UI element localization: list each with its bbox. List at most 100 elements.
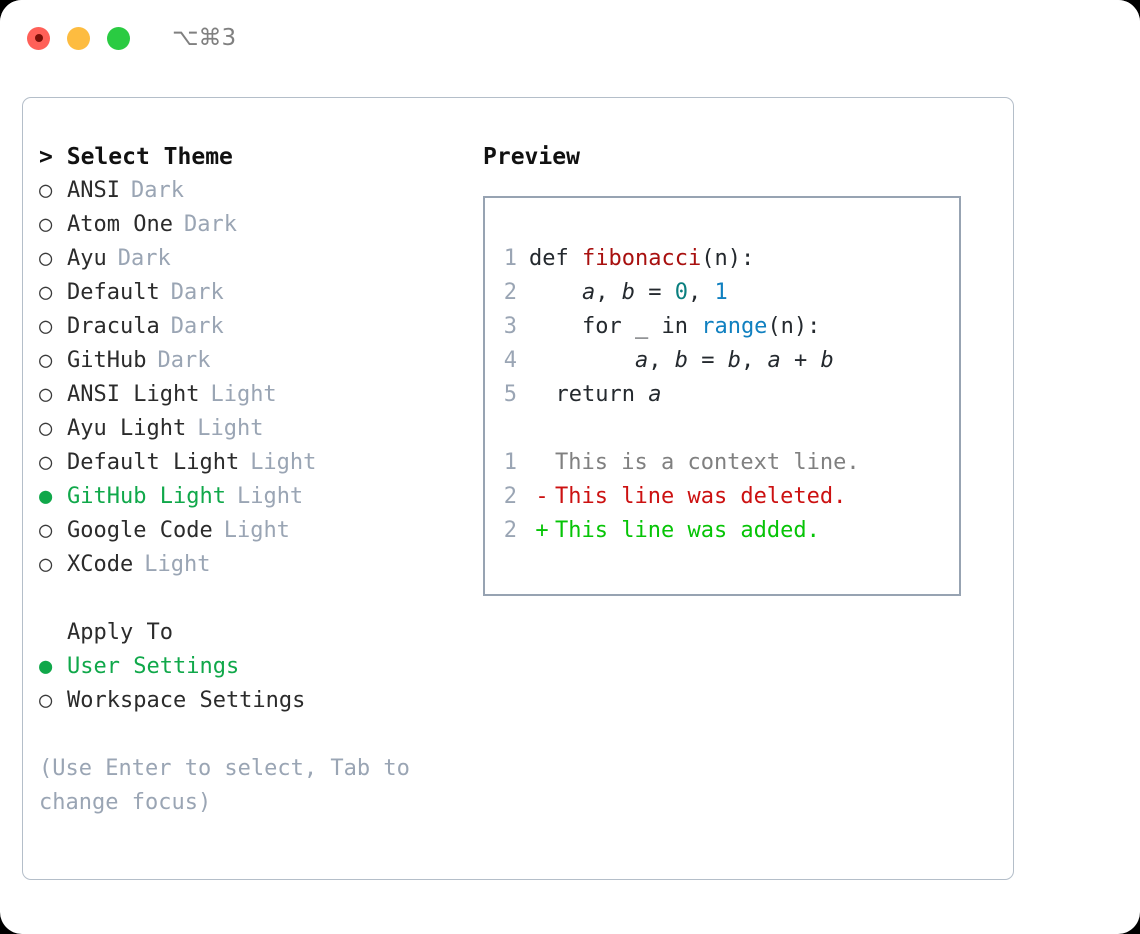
theme-option-ansi-light[interactable]: ○ ANSI Light Light	[39, 378, 483, 412]
keyboard-hint-text: (Use Enter to select, Tab to change focu…	[39, 756, 410, 815]
code-token: ,	[740, 348, 768, 373]
title-bar: ⌥⌘3	[0, 0, 1140, 76]
code-token: ,	[595, 280, 622, 305]
radio-unselected-icon: ○	[39, 416, 53, 441]
spacer	[485, 412, 959, 446]
apply-to-list: ● User Settings ○ Workspace Settings	[39, 650, 483, 718]
theme-option-label: XCode	[67, 552, 134, 577]
theme-variant-tag: Dark	[170, 314, 224, 339]
theme-variant-tag: Light	[210, 382, 277, 407]
theme-option-label: GitHub Light	[67, 484, 226, 509]
code-token: (n):	[767, 314, 821, 339]
apply-to-option-workspace-settings[interactable]: ○ Workspace Settings	[39, 684, 483, 718]
apply-to-option-user-settings[interactable]: ● User Settings	[39, 650, 483, 684]
code-line: 5 return a	[485, 378, 959, 412]
theme-option-label: Dracula	[67, 314, 160, 339]
code-token: ,	[687, 280, 715, 305]
select-theme-heading: > Select Theme	[39, 140, 483, 174]
radio-unselected-icon: ○	[39, 450, 53, 475]
code-line-number: 1	[503, 246, 517, 271]
radio-unselected-icon: ○	[39, 246, 53, 271]
code-token: for _ in	[581, 314, 702, 339]
code-line-text: return a	[529, 378, 662, 412]
code-token: b	[727, 348, 741, 373]
diff-marker-icon: -	[535, 484, 549, 509]
theme-variant-tag: Light	[236, 484, 304, 509]
diff-sample: 1 This is a context line. 2-This line was…	[485, 446, 959, 548]
radio-selected-icon: ●	[39, 654, 53, 679]
theme-option-default-light[interactable]: ○ Default Light Light	[39, 446, 483, 480]
theme-option-xcode[interactable]: ○ XCode Light	[39, 548, 483, 582]
code-token: def	[529, 246, 582, 271]
code-token: ,	[648, 348, 675, 373]
apply-to-option-label: Workspace Settings	[67, 688, 306, 713]
heading-marker-icon: >	[39, 144, 53, 170]
code-line: 2 a, b = 0, 1	[485, 276, 959, 310]
close-button-icon[interactable]	[27, 26, 50, 50]
radio-unselected-icon: ○	[39, 280, 53, 305]
maximize-button-icon[interactable]	[107, 26, 130, 50]
apply-to-option-label: User Settings	[67, 654, 240, 679]
radio-unselected-icon: ○	[39, 212, 53, 237]
theme-option-label: ANSI	[67, 178, 120, 203]
theme-option-label: Default	[67, 280, 160, 305]
radio-unselected-icon: ○	[39, 382, 53, 407]
theme-option-ansi[interactable]: ○ ANSI Dark	[39, 174, 483, 208]
theme-option-ayu[interactable]: ○ Ayu Dark	[39, 242, 483, 276]
theme-variant-tag: Dark	[130, 178, 184, 203]
code-token: b	[820, 348, 834, 373]
diff-line-text: This line was deleted.	[555, 484, 847, 509]
radio-unselected-icon: ○	[39, 178, 53, 203]
code-token: b	[674, 348, 688, 373]
radio-unselected-icon: ○	[39, 518, 53, 543]
theme-variant-tag: Dark	[117, 246, 171, 271]
code-token: return	[555, 382, 649, 407]
spacer	[39, 582, 483, 616]
code-token: 0	[674, 280, 688, 305]
diff-line-number: 1	[503, 450, 517, 475]
diff-marker-icon	[529, 446, 555, 480]
diff-line-text: This is a context line.	[555, 450, 860, 475]
theme-option-label: Atom One	[67, 212, 173, 237]
code-line: 4 a, b = b, a + b	[485, 344, 959, 378]
theme-variant-tag: Light	[250, 450, 317, 475]
theme-option-label: Ayu	[67, 246, 107, 271]
code-line-number: 2	[503, 280, 517, 305]
theme-variant-tag: Light	[197, 416, 264, 441]
minimize-button-icon[interactable]	[67, 26, 90, 50]
diff-line-number: 2	[503, 484, 517, 509]
theme-option-label: GitHub	[67, 348, 147, 373]
code-token: =	[634, 280, 675, 305]
code-token: a	[581, 280, 596, 305]
theme-option-label: Default Light	[67, 450, 240, 475]
radio-unselected-icon: ○	[39, 552, 53, 577]
radio-unselected-icon: ○	[39, 688, 53, 713]
code-token: b	[621, 280, 635, 305]
diff-marker-icon: +	[535, 518, 549, 543]
apply-to-heading: Apply To	[67, 620, 173, 645]
diff-line-number: 2	[503, 518, 517, 543]
window-controls	[27, 26, 130, 50]
code-line-number: 4	[503, 348, 517, 373]
code-line-text: a, b = 0, 1	[529, 276, 728, 310]
diff-line-text: This line was added.	[555, 518, 820, 543]
code-line: 3 for _ in range(n):	[485, 310, 959, 344]
theme-variant-tag: Light	[144, 552, 211, 577]
code-token: fibonacci	[581, 246, 702, 271]
keyboard-shortcut-label: ⌥⌘3	[172, 25, 237, 51]
radio-unselected-icon: ○	[39, 348, 53, 373]
theme-option-label: ANSI Light	[67, 382, 200, 407]
diff-line: 2-This line was deleted.	[485, 480, 959, 514]
